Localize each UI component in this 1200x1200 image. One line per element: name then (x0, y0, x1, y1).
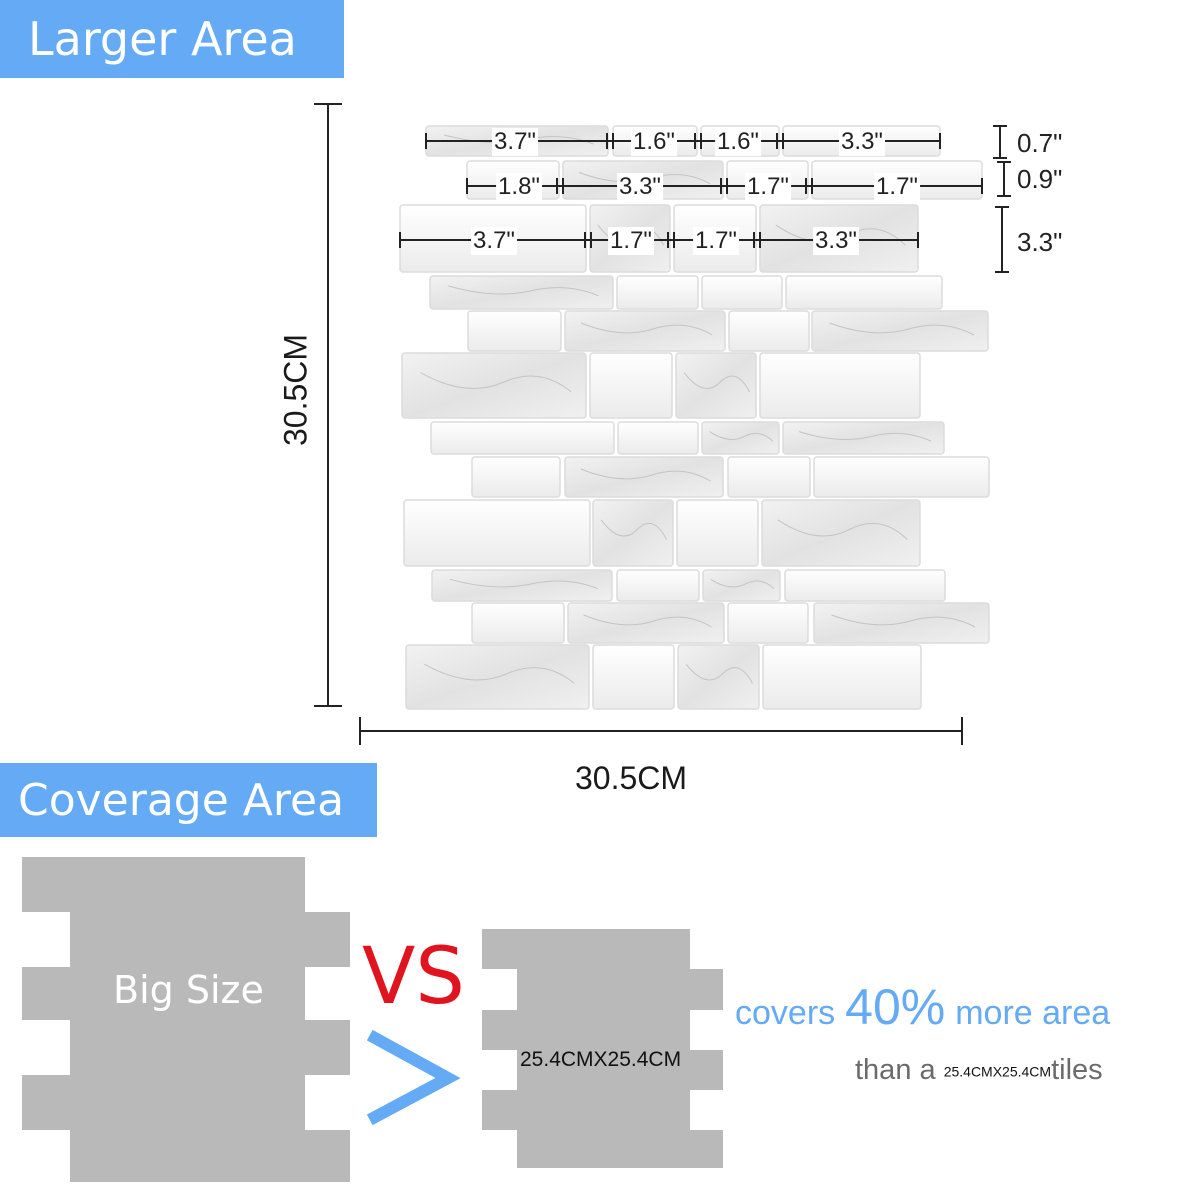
mosaic-tile (784, 569, 946, 602)
row3-height-label: 3.3" (1017, 227, 1063, 257)
marble-vein (583, 614, 712, 628)
row3-dim-2: 1.7" (608, 227, 654, 255)
coverage-area-title: Coverage Area (18, 774, 345, 826)
larger-area-banner: Larger Area (0, 0, 344, 78)
width-dimension-line (359, 717, 963, 745)
covers-suffix: more area (955, 994, 1111, 1032)
mosaic-tile (759, 352, 921, 419)
mosaic-tile (471, 456, 561, 498)
small-size-label: 25.4CMX25.4CM (520, 1048, 682, 1071)
row1-dim-2: 1.6" (631, 128, 677, 156)
mosaic-tile (727, 602, 809, 644)
mosaic-tile (592, 644, 675, 710)
mosaic-tile (467, 310, 562, 352)
marble-vein (420, 372, 572, 393)
big-size-tile-shape (22, 857, 350, 1182)
covers-percentage: 40% (845, 979, 946, 1035)
height-label: 30.5CM (277, 333, 314, 447)
marble-vein (449, 578, 598, 590)
mosaic-tile (676, 499, 759, 567)
marble-vein (424, 663, 575, 684)
mosaic-tile (403, 499, 591, 567)
marble-vein (798, 431, 932, 442)
than-text: than a 25.4CMX25.4CMtiles (855, 1054, 1103, 1087)
mosaic-tile (813, 456, 990, 498)
mosaic-tile (430, 421, 615, 455)
row2-height-label: 0.9" (1017, 164, 1063, 194)
row2-dim-3: 1.7" (745, 173, 791, 201)
than-suffix: tiles (1051, 1054, 1103, 1086)
marble-vein (685, 663, 753, 684)
marble-vein (831, 614, 976, 628)
marble-vein (448, 285, 599, 297)
row2-dim-2: 3.3" (617, 173, 663, 201)
marble-vein (829, 322, 975, 336)
marble-vein (580, 322, 713, 336)
mosaic-tiles (399, 125, 990, 710)
mosaic-tile (616, 275, 699, 310)
row1-dim-3: 1.6" (715, 128, 761, 156)
mosaic-tile (762, 644, 922, 710)
height-dimension-line (314, 103, 342, 707)
marble-vein (710, 578, 775, 589)
mosaic-tile (785, 275, 943, 310)
mosaic-tile (471, 602, 565, 644)
row3-dim-3: 1.7" (693, 227, 739, 255)
row3-dim-4: 3.3" (813, 227, 859, 255)
width-label: 30.5CM (575, 760, 688, 796)
marble-vein (580, 468, 711, 482)
marble-vein (600, 519, 668, 540)
marble-vein (683, 372, 751, 393)
mosaic-tile (617, 421, 699, 455)
mosaic-tile (701, 275, 783, 310)
row1-dim-1: 3.7" (492, 128, 538, 156)
row2-dim-4: 1.7" (874, 173, 920, 201)
than-prefix: than a (855, 1054, 936, 1086)
vs-label: VS (362, 932, 465, 1022)
mosaic-tile (727, 456, 811, 498)
greater-than-icon (366, 1029, 461, 1126)
coverage-area-banner: Coverage Area (0, 763, 377, 837)
big-size-label: Big Size (113, 968, 264, 1012)
mosaic-tile (616, 569, 700, 602)
than-size: 25.4CMX25.4CM (943, 1063, 1052, 1080)
marble-vein (777, 519, 908, 540)
mosaic-tile (728, 310, 810, 352)
row1-dim-4: 3.3" (839, 128, 885, 156)
tile-sheet-diagram (314, 103, 1011, 745)
row-height-markers (993, 125, 1011, 273)
row3-dim-1: 3.7" (471, 227, 517, 255)
row2-dim-1: 1.8" (496, 173, 542, 201)
mosaic-tile (589, 352, 673, 419)
larger-area-title: Larger Area (28, 12, 297, 66)
row1-height-label: 0.7" (1017, 128, 1063, 158)
covers-prefix: covers (735, 994, 836, 1032)
marble-vein (709, 431, 774, 442)
